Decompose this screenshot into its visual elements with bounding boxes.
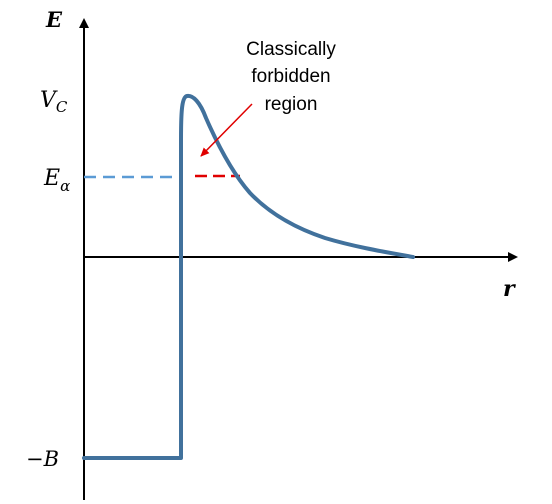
- annotation-line-1: Classically: [246, 39, 336, 60]
- annotation-arrow: [200, 103, 253, 157]
- y-axis-label: E: [45, 7, 63, 32]
- alpha-energy-label: Eα: [43, 166, 70, 195]
- coulomb-barrier-label: VC: [40, 88, 68, 116]
- annotation-line-3: region: [265, 94, 318, 115]
- x-axis-label: r: [503, 276, 516, 302]
- binding-energy-label: −B: [26, 447, 59, 471]
- potential-curve: [82, 93, 415, 460]
- annotation-line-2: forbidden: [251, 66, 330, 87]
